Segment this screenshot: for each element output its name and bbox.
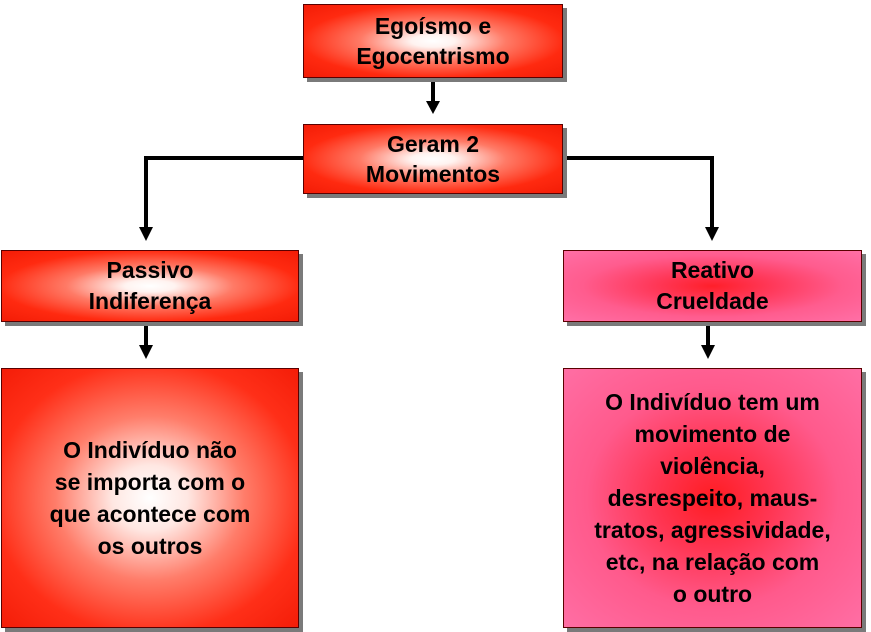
passive-node-title: Passivo Indiferença bbox=[88, 257, 212, 314]
reactive-node-title: Reativo Crueldade bbox=[656, 257, 769, 314]
arrow-middle-to-passive bbox=[139, 156, 303, 241]
passive-description-text: O Indivíduo não se importa com o que aco… bbox=[49, 437, 251, 559]
passive-node-box: Passivo Indiferença bbox=[1, 250, 299, 322]
reactive-description-box: O Indivíduo tem um movimento de violênci… bbox=[563, 368, 862, 628]
reactive-node-box: Reativo Crueldade bbox=[563, 250, 862, 322]
root-node-box: Egoísmo e Egocentrismo bbox=[303, 4, 563, 78]
passive-description-box: O Indivíduo não se importa com o que aco… bbox=[1, 368, 299, 628]
arrow-root-to-middle bbox=[426, 80, 440, 114]
arrow-reactive-to-description bbox=[701, 326, 715, 359]
arrow-passive-to-description bbox=[139, 326, 153, 359]
root-node-label: Egoísmo e Egocentrismo bbox=[356, 13, 510, 69]
reactive-description-text: O Indivíduo tem um movimento de violênci… bbox=[594, 389, 831, 607]
middle-node-label: Geram 2 Movimentos bbox=[365, 131, 501, 187]
arrow-middle-to-reactive bbox=[563, 156, 719, 241]
middle-node-box: Geram 2 Movimentos bbox=[303, 124, 563, 194]
